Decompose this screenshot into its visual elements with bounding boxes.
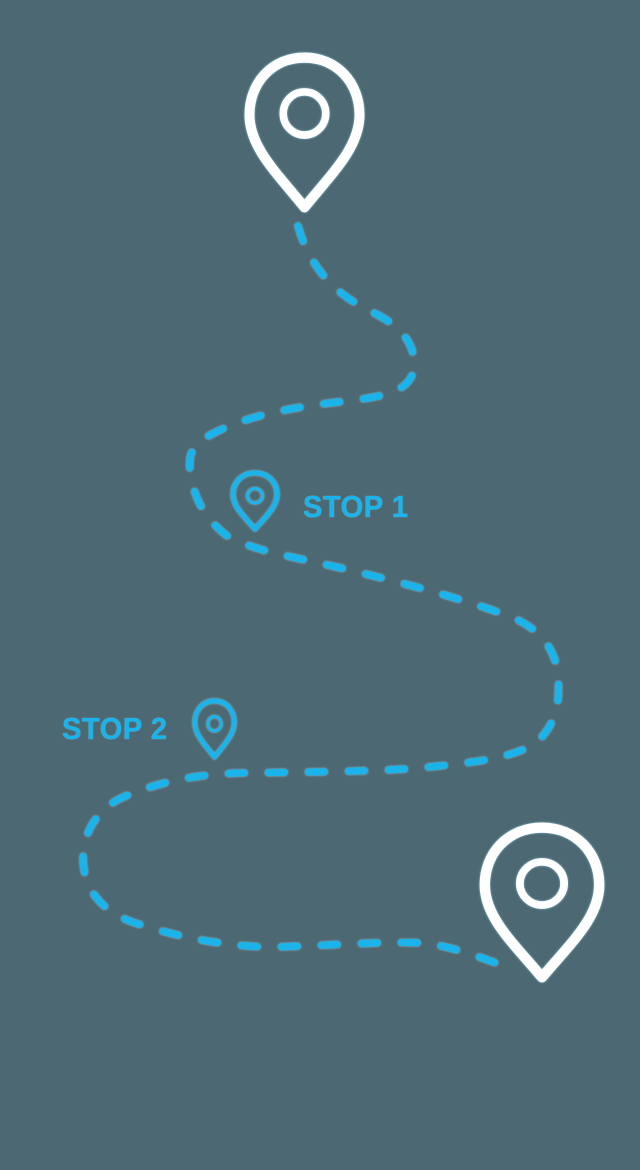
stop-1-label: STOP 1 [303, 489, 409, 524]
end-map-pin-icon [485, 828, 599, 978]
stop-1-map-pin-icon [233, 473, 277, 529]
start-map-pin-icon [250, 58, 360, 208]
stop-2-label: STOP 2 [62, 711, 168, 746]
stop-2-map-pin-icon [195, 701, 235, 757]
dashed-route-path [79, 222, 562, 967]
